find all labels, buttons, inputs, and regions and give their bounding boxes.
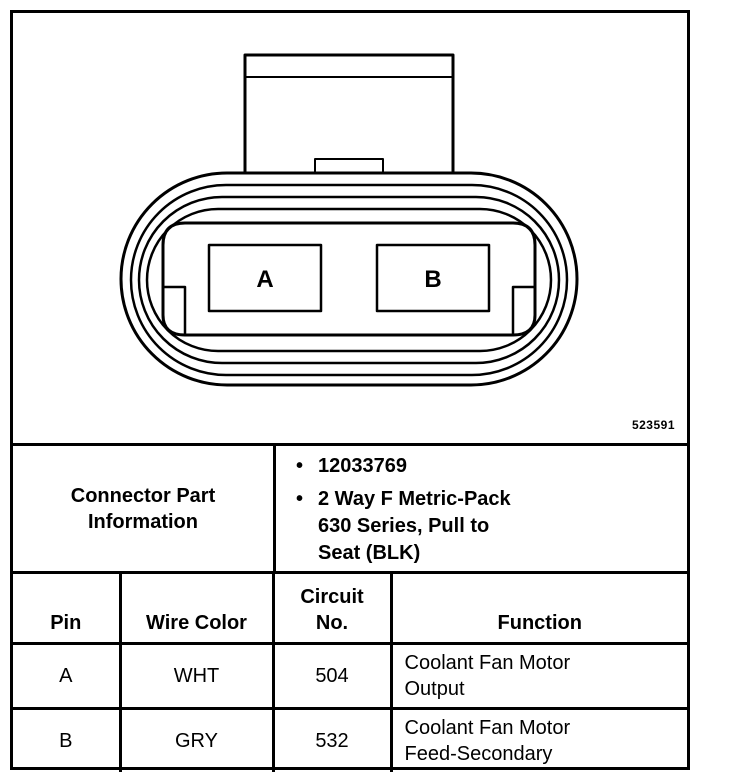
description-line-2: 630 Series, Pull to	[318, 515, 490, 537]
header-circuit-line-1: Circuit	[300, 586, 364, 608]
description-line-1: 2 Way F Metric-Pack	[318, 488, 511, 510]
locking-tab	[243, 53, 455, 183]
header-pin: Pin	[13, 574, 122, 645]
cell-function: Coolant Fan Motor Feed-Secondary	[389, 707, 687, 772]
connector-shell-outer	[119, 171, 579, 387]
header-function: Function	[389, 574, 687, 645]
info-label-line-1: Connector Part	[70, 484, 216, 507]
function-line-2: Output	[404, 678, 465, 700]
header-circuit-line-2: No.	[315, 612, 349, 634]
table-row: A WHT 504 Coolant Fan Motor Output	[13, 642, 687, 710]
locking-tab-latch	[314, 158, 384, 173]
connector-drawing: A B 523591	[13, 13, 687, 446]
connector-sheet: A B 523591 Connector Part Information 12…	[10, 10, 690, 772]
description-line-3: Seat (BLK)	[318, 542, 421, 564]
pin-label-b: B	[424, 266, 441, 293]
table-row: B GRY 532 Coolant Fan Motor Feed-Seconda…	[13, 707, 687, 772]
cell-pin: A	[13, 642, 122, 710]
part-number: 12033769	[296, 453, 407, 480]
function-line-1: Coolant Fan Motor	[404, 652, 571, 674]
cell-circuit: 504	[271, 642, 393, 710]
pin-cavity-b	[375, 243, 491, 313]
key-left	[163, 285, 187, 335]
cell-wire-color: WHT	[118, 642, 275, 710]
cell-pin: B	[13, 707, 122, 772]
info-label-line-2: Information	[88, 510, 198, 533]
connector-shell-ring-3	[145, 207, 553, 353]
figure-id: 523591	[631, 418, 675, 432]
pin-label-a: A	[256, 266, 273, 293]
header-wire-color: Wire Color	[118, 574, 275, 645]
connector-face-svg: A B	[119, 53, 579, 387]
function-line-1: Coolant Fan Motor	[404, 717, 571, 739]
pin-table: Pin Wire Color Circuit No. Function A WH…	[13, 574, 687, 772]
connector-part-info-values: 12033769 2 Way F Metric-Pack 630 Series,…	[276, 446, 687, 571]
key-right	[511, 285, 535, 335]
pin-cavity-a	[207, 243, 323, 313]
connector-shell-ring-1	[129, 183, 569, 377]
connector-part-info-row: Connector Part Information 12033769 2 Wa…	[13, 446, 687, 574]
cell-function: Coolant Fan Motor Output	[389, 642, 687, 710]
cell-circuit: 532	[271, 707, 393, 772]
part-number-text: 12033769	[318, 455, 407, 477]
table-header-row: Pin Wire Color Circuit No. Function	[13, 574, 687, 645]
connector-description: 2 Way F Metric-Pack 630 Series, Pull to …	[296, 486, 638, 567]
cell-wire-color: GRY	[118, 707, 275, 772]
header-circuit: Circuit No.	[271, 574, 393, 645]
connector-shell-ring-2	[137, 195, 561, 365]
function-line-2: Feed-Secondary	[404, 743, 553, 765]
connector-part-info-label: Connector Part Information	[13, 446, 276, 571]
